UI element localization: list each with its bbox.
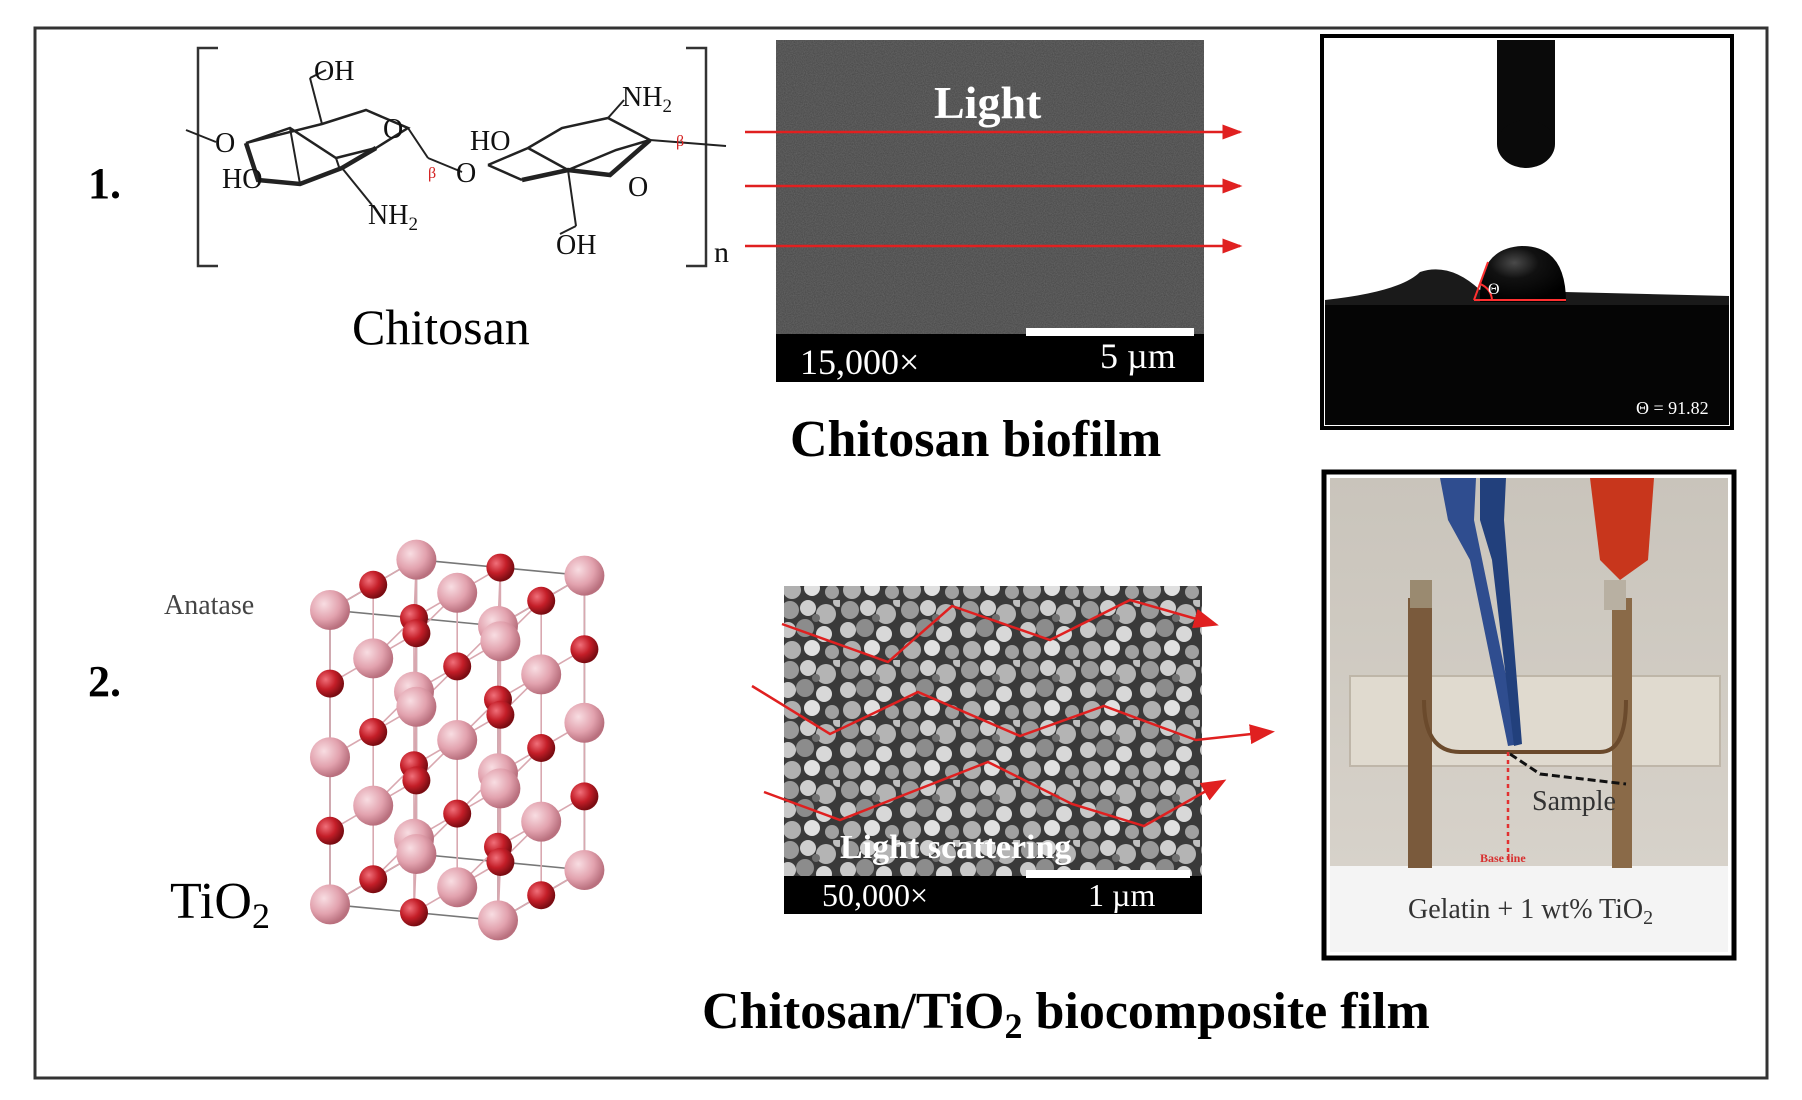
- o-atom: [402, 766, 431, 795]
- o-atom: [570, 635, 599, 664]
- o-atom: [486, 553, 515, 582]
- row-number-2: 2.: [88, 657, 121, 706]
- ti-atom: [396, 539, 437, 580]
- atom-o-ring2: O: [628, 172, 648, 203]
- atom-oh-bottom: OH: [556, 230, 596, 261]
- o-atom: [316, 669, 344, 698]
- sem2-info-bar: [784, 876, 1202, 914]
- sem1-info-bar: [776, 334, 1204, 382]
- scatter-path-3: [763, 760, 1227, 828]
- ti-atom: [353, 638, 394, 679]
- ti-atom: [396, 834, 437, 874]
- o-atom: [527, 734, 556, 762]
- sem2-scale-label: 1 µm: [1088, 877, 1155, 913]
- ti-atom: [353, 785, 394, 826]
- o-atom: [400, 898, 428, 927]
- beta-label-2: β: [676, 133, 684, 150]
- chitosan-structure: OH O O HO NH2 β O HO NH2 β O OH n: [185, 46, 729, 269]
- o-atom: [359, 718, 388, 746]
- o-atom: [402, 619, 431, 648]
- o-atom: [443, 652, 472, 681]
- repeat-n: n: [714, 236, 729, 269]
- atom-oh-top: OH: [314, 56, 354, 87]
- ti-atom: [437, 720, 478, 760]
- sem1-scale-bar: [1026, 328, 1194, 336]
- ti-atom: [564, 702, 605, 743]
- o-atom: [359, 865, 388, 894]
- o-atom: [570, 782, 599, 811]
- ti-atom: [480, 768, 521, 809]
- ti-atom: [480, 621, 521, 662]
- caption-chitosan-biofilm: Chitosan biofilm: [790, 411, 1161, 468]
- light-scattering-label: Light scattering: [840, 829, 1071, 866]
- scatter-path-1: [781, 598, 1219, 664]
- atom-o-left: O: [215, 128, 235, 159]
- blue-clip: [1440, 478, 1520, 746]
- theta-symbol: Θ: [1488, 281, 1500, 298]
- o-atom: [443, 799, 472, 828]
- sem1-magnification: 15,000×: [800, 342, 919, 382]
- tangent-line: [1473, 261, 1489, 301]
- sample-film: [1422, 699, 1628, 754]
- photo-caption: Gelatin + 1 wt% TiO2: [1408, 894, 1653, 929]
- o-atom: [527, 881, 556, 910]
- sample-pointer: [1509, 752, 1627, 786]
- contact-angle-image: Θ Θ = 91.82: [1320, 34, 1734, 430]
- o-atom: [527, 586, 556, 615]
- sem1-scale-label: 5 µm: [1100, 336, 1176, 376]
- bracket-left: [196, 46, 218, 268]
- o-atom: [359, 570, 388, 599]
- ti-atom: [396, 686, 437, 727]
- bracket-right: [686, 46, 708, 268]
- sample-photo: Sample Base line Gelatin + 1 wt% TiO2: [1321, 469, 1737, 961]
- o-atom: [486, 848, 515, 876]
- anatase-crystal-structure: [310, 539, 605, 941]
- ti-atom: [437, 867, 478, 908]
- tio2-label: TiO2: [170, 873, 270, 936]
- o-atom: [316, 816, 344, 845]
- sample-label: Sample: [1532, 786, 1616, 817]
- atom-nh2-bottom: NH2: [368, 200, 418, 235]
- atom-o-link: O: [456, 158, 476, 189]
- sem2-scale-bar: [1026, 870, 1190, 878]
- water-droplet: [1479, 246, 1566, 302]
- baseline-label: Base line: [1480, 851, 1526, 865]
- ti-atom: [478, 900, 518, 941]
- row-number-1: 1.: [88, 159, 121, 208]
- o-atom: [486, 700, 515, 729]
- ti-atom: [521, 801, 562, 842]
- caption-composite-film: Chitosan/TiO2 biocomposite film: [702, 983, 1430, 1046]
- ti-atom: [564, 850, 605, 890]
- sem-image-chitosan: 15,000× 5 µm Light: [776, 40, 1204, 382]
- atom-ho-mid: HO: [470, 126, 510, 157]
- ti-atom: [521, 654, 562, 695]
- sem-image-composite: 50,000× 1 µm Light scattering: [784, 586, 1202, 914]
- ti-atom: [310, 590, 350, 630]
- beta-label-1: β: [428, 165, 436, 182]
- atom-nh2-top: NH2: [622, 82, 672, 117]
- ti-atom: [310, 884, 350, 925]
- ti-atom: [437, 572, 478, 613]
- anatase-label: Anatase: [164, 590, 254, 621]
- atom-ho-left: HO: [222, 164, 262, 195]
- atom-o-ring1: O: [383, 114, 403, 145]
- sem2-magnification: 50,000×: [822, 877, 928, 913]
- red-clip: [1590, 478, 1654, 580]
- ti-atom: [310, 737, 350, 778]
- scatter-path-2: [751, 684, 1275, 745]
- contact-angle-value: Θ = 91.82: [1636, 398, 1709, 418]
- light-label: Light: [934, 77, 1042, 128]
- chitosan-label: Chitosan: [352, 299, 530, 355]
- ti-atom: [564, 555, 605, 596]
